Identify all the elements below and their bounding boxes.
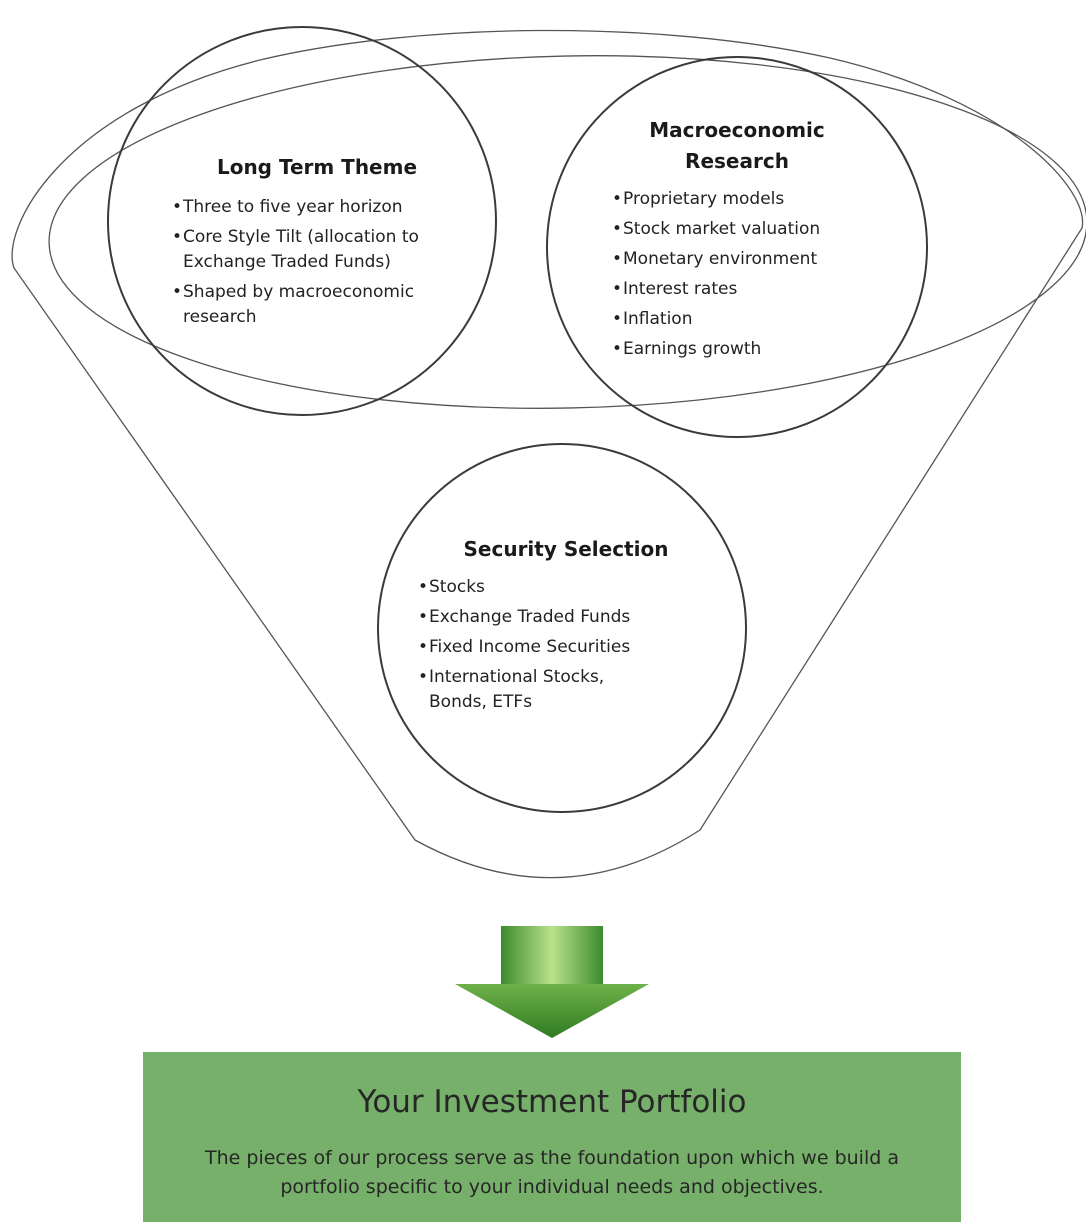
portfolio-description: The pieces of our process serve as the f… xyxy=(205,1147,899,1198)
list-item: Proprietary models xyxy=(612,187,862,212)
security-selection-circle xyxy=(377,443,747,813)
list-item: Inflation xyxy=(612,307,862,332)
list-item: Three to five year horizon xyxy=(172,195,440,220)
bullet-list: Stocks Exchange Traded Funds Fixed Incom… xyxy=(418,575,658,715)
list-item: International Stocks, Bonds, ETFs xyxy=(418,665,658,715)
list-item: Shaped by macroeconomic research xyxy=(172,280,440,330)
funnel-rim xyxy=(48,55,1086,409)
security-selection-block: Security Selection Stocks Exchange Trade… xyxy=(418,534,694,720)
funnel-diagram xyxy=(11,26,1086,1038)
list-item: Earnings growth xyxy=(612,337,862,362)
block-title: Long Term Theme xyxy=(216,155,418,179)
investment-portfolio-box: Your Investment Portfolio The pieces of … xyxy=(143,1052,961,1222)
bullet-list: Proprietary models Stock market valuatio… xyxy=(612,187,862,362)
bullet-list: Three to five year horizon Core Style Ti… xyxy=(172,195,440,330)
list-item: Interest rates xyxy=(612,277,862,302)
down-arrow-icon xyxy=(455,926,649,1038)
list-item: Core Style Tilt (allocation to Exchange … xyxy=(172,225,440,275)
list-item: Stocks xyxy=(418,575,658,600)
macroeconomic-research-block: Macroeconomic Research Proprietary model… xyxy=(612,115,862,367)
block-title: Macroeconomic Research xyxy=(649,118,825,173)
block-title: Security Selection xyxy=(463,537,669,561)
long-term-theme-circle xyxy=(107,26,497,416)
funnel-outline xyxy=(11,29,1084,879)
long-term-theme-block: Long Term Theme Three to five year horiz… xyxy=(172,152,462,335)
list-item: Fixed Income Securities xyxy=(418,635,658,660)
list-item: Stock market valuation xyxy=(612,217,862,242)
list-item: Exchange Traded Funds xyxy=(418,605,658,630)
portfolio-title: Your Investment Portfolio xyxy=(357,1084,747,1120)
macroeconomic-research-circle xyxy=(546,56,928,438)
list-item: Monetary environment xyxy=(612,247,862,272)
